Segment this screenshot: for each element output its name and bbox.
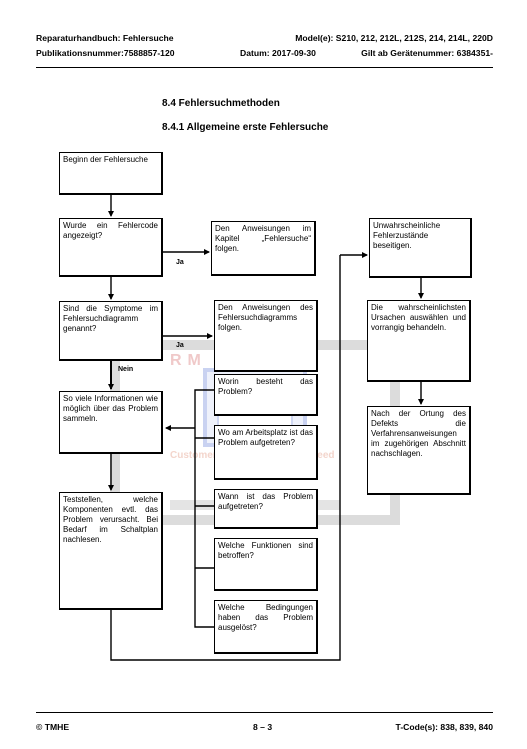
diagram-instructions-text: Den Anweisungen des Fehlersuchdiagramms … (218, 303, 313, 332)
symptoms-question-box: Sind die Symptome im Fehlersuchdiagramm … (59, 301, 163, 361)
errorcode-question-box: Wurde ein Fehlercode angezeigt? (59, 218, 163, 277)
after-locating-box: Nach der Ortung des Defekts die Verfahre… (367, 406, 471, 495)
footer-rule (36, 712, 493, 713)
symptoms-question-text: Sind die Symptome im Fehlersuchdiagramm … (63, 304, 158, 333)
copyright: © TMHE (36, 722, 70, 732)
question-what-text: Worin besteht das Problem? (218, 377, 313, 396)
test-components-text: Teststellen, welche Komponenten evtl. da… (63, 495, 158, 544)
question-when-box: Wann ist das Problem aufgetreten? (214, 489, 318, 529)
manual-title: Reparaturhandbuch: Fehlersuche (36, 33, 174, 43)
diagram-instructions-box: Den Anweisungen des Fehlersuchdiagramms … (214, 300, 318, 372)
question-conditions-text: Welche Bedingungen haben das Problem aus… (218, 603, 313, 632)
watermark-logo: RM (170, 352, 207, 369)
start-text: Beginn der Fehlersuche (63, 155, 148, 164)
models-info: Model(e): S210, 212, 212L, 212S, 214, 21… (295, 33, 493, 43)
label-no-symptoms: Nein (118, 366, 134, 373)
unlikely-faults-text: Unwahrscheinliche Fehlerzustände beseiti… (373, 221, 441, 250)
after-locating-text: Nach der Ortung des Defekts die Verfahre… (371, 409, 466, 458)
errorcode-question-text: Wurde ein Fehlercode angezeigt? (63, 221, 158, 240)
question-when-text: Wann ist das Problem aufgetreten? (218, 492, 313, 511)
gather-info-box: So viele Informationen wie möglich über … (59, 391, 163, 454)
serial-info: Gilt ab Gerätenummer: 6384351- (361, 48, 493, 58)
publication-number: Publikationsnummer:7588857-120 (36, 48, 175, 58)
section-subheading: 8.4.1 Allgemeine erste Fehlersuche (162, 122, 329, 133)
question-where-text: Wo am Arbeitsplatz ist das Problem aufge… (218, 428, 313, 447)
errorcode-instructions-box: Den Anweisungen im Kapitel „Fehlersuche“… (211, 221, 316, 276)
question-conditions-box: Welche Bedingungen haben das Problem aus… (214, 600, 318, 654)
errorcode-instructions-text: Den Anweisungen im Kapitel „Fehlersuche“… (215, 224, 311, 253)
start-box: Beginn der Fehlersuche (59, 152, 163, 195)
question-where-box: Wo am Arbeitsplatz ist das Problem aufge… (214, 425, 318, 480)
page-number: 8 – 3 (253, 722, 273, 732)
gather-info-text: So viele Informationen wie möglich über … (63, 394, 158, 423)
question-functions-text: Welche Funktionen sind betroffen? (218, 541, 313, 560)
unlikely-faults-box: Unwahrscheinliche Fehlerzustände beseiti… (369, 218, 472, 278)
likely-causes-box: Die wahrscheinlichsten Ursachen auswähle… (367, 300, 471, 382)
header-rule (36, 67, 493, 68)
question-what-box: Worin besteht das Problem? (214, 374, 318, 416)
test-components-box: Teststellen, welche Komponenten evtl. da… (59, 492, 163, 610)
likely-causes-text: Die wahrscheinlichsten Ursachen auswähle… (371, 303, 466, 332)
publication-date: Datum: 2017-09-30 (240, 48, 316, 58)
label-yes-symptoms: Ja (176, 342, 184, 349)
section-heading: 8.4 Fehlersuchmethoden (162, 98, 280, 109)
tcode: T-Code(s): 838, 839, 840 (395, 722, 493, 732)
label-yes-errorcode: Ja (176, 259, 184, 266)
question-functions-box: Welche Funktionen sind betroffen? (214, 538, 318, 591)
